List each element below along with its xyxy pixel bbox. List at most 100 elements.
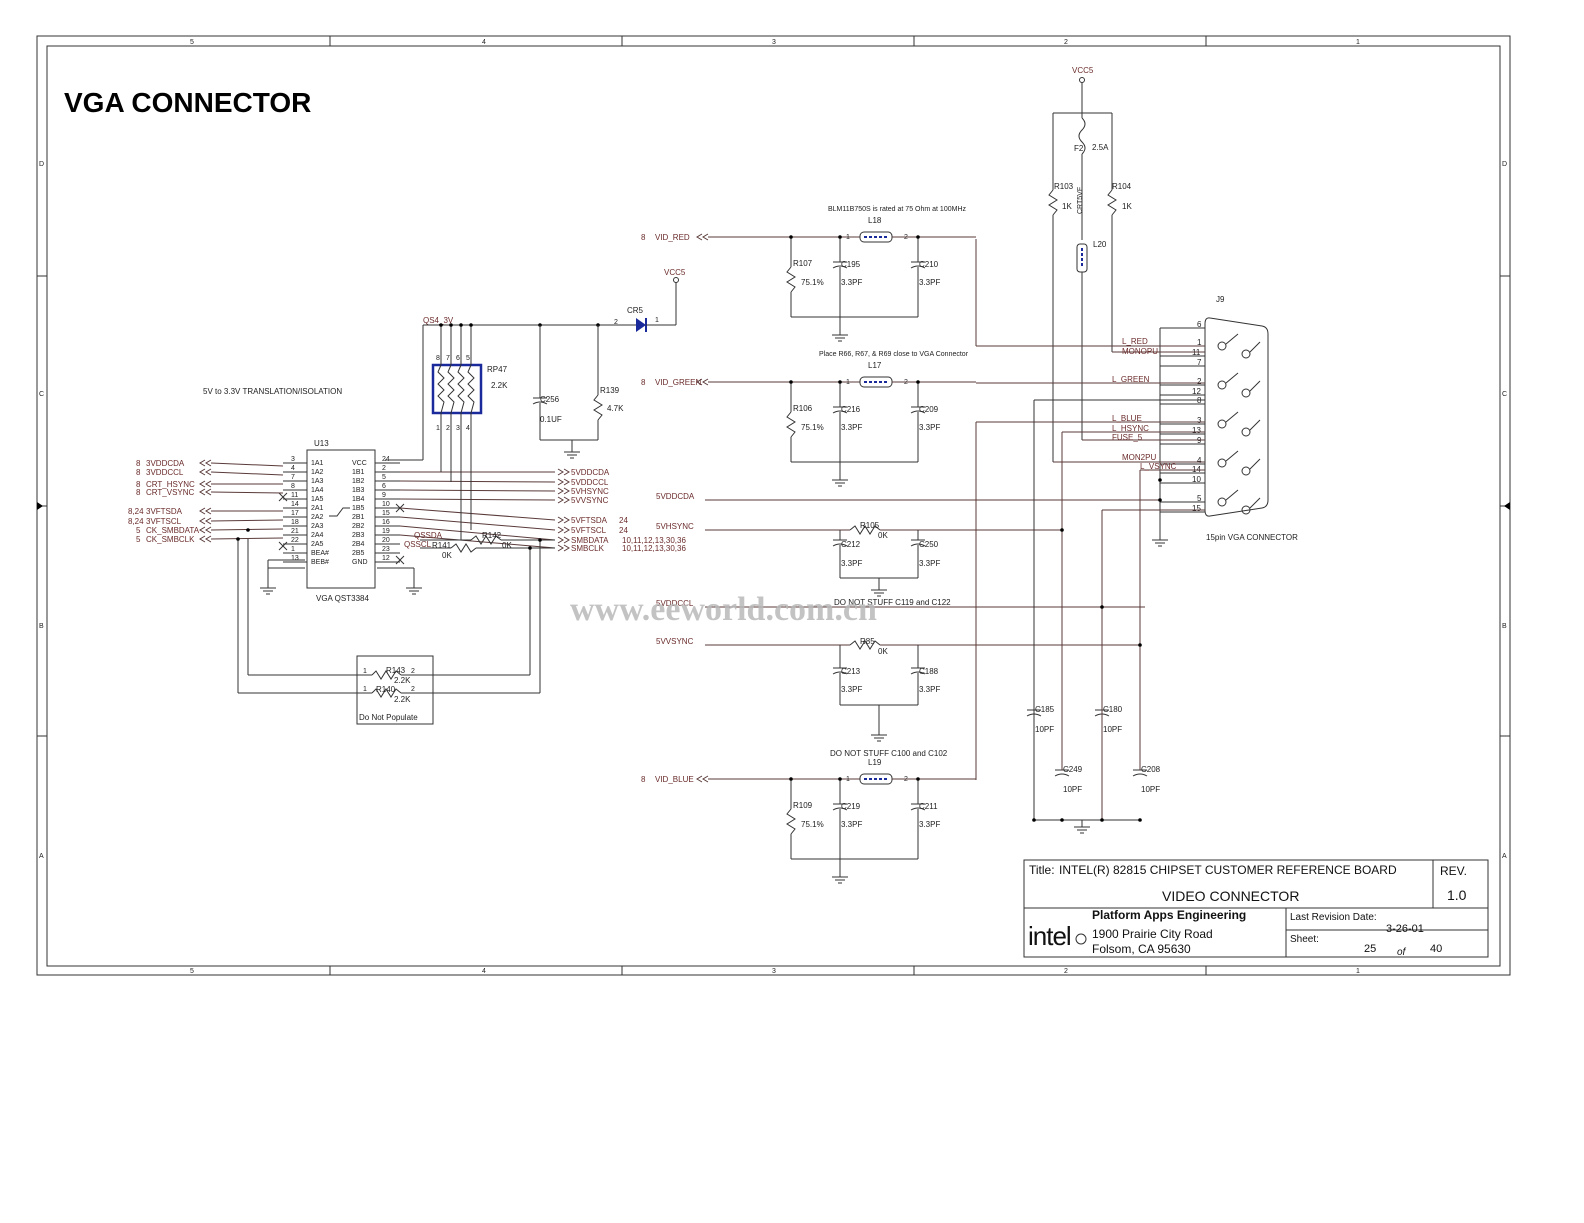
u13-pin-name: 1A1: [311, 460, 324, 467]
signal-name: CRT_HSYNC: [146, 480, 195, 489]
col-label: 4: [482, 39, 486, 46]
fuse-ref: F2: [1074, 144, 1084, 153]
net-l-red: L_RED: [1122, 337, 1148, 346]
ferrite-ref: L17: [868, 361, 882, 370]
wire: [399, 516, 556, 531]
capacitor-ref: C211: [919, 802, 938, 811]
capacitor-ref: C210: [919, 260, 939, 269]
u13-pin-number: 19: [382, 528, 390, 535]
col-label: 3: [772, 968, 776, 975]
row-label: C: [1502, 391, 1507, 398]
net-5vddccl: 5VDDCCL: [656, 599, 694, 608]
signal-sheet-ref: 8: [136, 468, 141, 477]
wire: [399, 534, 556, 549]
signal-name: SMBCLK: [571, 544, 605, 553]
ferrite-ref: L19: [868, 758, 882, 767]
signal-sheet-ref: 8,24: [128, 517, 144, 526]
rp47-pin: 5: [466, 355, 470, 362]
offpage-arrow: [557, 487, 564, 495]
rp47-pin: 2: [446, 425, 450, 432]
col-label: 5: [190, 39, 194, 46]
pin-number: 1: [846, 234, 850, 241]
address-line-2: Folsom, CA 95630: [1092, 942, 1191, 956]
rp47-pin: 1: [436, 425, 440, 432]
junction: [838, 777, 842, 781]
offpage-arrow: [557, 536, 564, 544]
resistor-ref: R106: [793, 404, 813, 413]
u13-pin-name: 1B3: [352, 487, 365, 494]
net-l-vsync: L_VSYNC: [1140, 462, 1177, 471]
u13-pin-number: 8: [291, 483, 295, 490]
u13-ref: U13: [314, 439, 329, 448]
signal-sheet-ref: 10,11,12,13,30,36: [622, 544, 686, 553]
rp47-pin: 6: [456, 355, 460, 362]
signal-name: 5VVSYNC: [571, 496, 609, 505]
capacitor: [832, 265, 848, 269]
u13-pin-number: 14: [291, 501, 299, 508]
title-label: Title:: [1029, 863, 1055, 877]
c213-value: 3.3PF: [841, 685, 862, 694]
company-name: Platform Apps Engineering: [1092, 908, 1246, 922]
junction: [916, 380, 920, 384]
c188-value: 3.3PF: [919, 685, 940, 694]
u13-pin-number: 10: [382, 501, 390, 508]
ferrite-ref: L18: [868, 216, 882, 225]
signal-name: CRT_VSYNC: [146, 488, 195, 497]
u13-pin-name: 2A4: [311, 532, 324, 539]
net-mon2pu: MON2PU: [1122, 453, 1156, 462]
u13-pin-number: 20: [382, 537, 390, 544]
qs4-rail-label: QS4_3V: [423, 316, 454, 325]
r103-ref: R103: [1054, 182, 1074, 191]
offpage-arrow: [205, 459, 212, 467]
intel-logo: intel: [1028, 921, 1071, 951]
u13-pin-number: 6: [382, 483, 386, 490]
rp47-pin: 3: [456, 425, 460, 432]
pin-number: 1: [846, 776, 850, 783]
u13-pin-name: 1B2: [352, 478, 365, 485]
u13-pin-name: GND: [352, 559, 368, 566]
r85-value: 0K: [878, 647, 888, 656]
j9-ref: J9: [1216, 295, 1225, 304]
offpage-arrow: [205, 535, 212, 543]
rp47-resistor-pack: RP47 2.2K 8 7 6 5 1 2 3 4: [431, 355, 508, 432]
j9-contact: [1241, 349, 1251, 359]
j9-pin-number: 2: [1197, 377, 1202, 386]
u13-pin-number: 22: [291, 537, 299, 544]
wire: [1249, 419, 1261, 431]
wire: [1249, 341, 1261, 353]
u13-pin-number: 13: [291, 555, 299, 562]
j9-contact: [1217, 380, 1227, 390]
r104-value: 1K: [1122, 202, 1132, 211]
j9-pin-number: 15: [1192, 504, 1201, 513]
u13-pin-name: 2A2: [311, 514, 324, 521]
offpage-arrow: [205, 517, 212, 525]
net-l-green: L_GREEN: [1112, 375, 1150, 384]
ferrite-note: BLM11B750S is rated at 75 Ohm at 100MHz: [828, 206, 966, 213]
u13-pin-number: 3: [291, 456, 295, 463]
net-l-blue: L_BLUE: [1112, 414, 1142, 423]
wire: [1225, 489, 1239, 501]
resistor-value: 75.1%: [801, 423, 824, 432]
rp47-pin: 7: [446, 355, 450, 362]
page-title: VGA CONNECTOR: [64, 87, 311, 118]
signal-sheet-ref: 24: [619, 526, 628, 535]
u13-pin-number: 7: [291, 474, 295, 481]
net-monopu: MONOPU: [1122, 347, 1158, 356]
cr5-ref: CR5: [627, 306, 644, 315]
j9-contact: [1217, 341, 1227, 351]
j9-pin-number: 4: [1197, 456, 1202, 465]
u13-pin-name: 2B3: [352, 532, 365, 539]
resistor: [786, 808, 796, 835]
offpage-arrow: [563, 478, 570, 486]
vcc5-label: VCC5: [664, 268, 686, 277]
rev-label: REV.: [1440, 864, 1467, 878]
u13-pin-name: VCC: [352, 460, 367, 467]
r105-value: 0K: [878, 531, 888, 540]
sheet-frame: 5 4 3 2 1 5 4 3 2 1 D C B A D C B A: [36, 35, 1511, 976]
c188-ref: C188: [919, 667, 939, 676]
dns-note-1: DO NOT STUFF C119 and C122: [834, 598, 951, 607]
offpage-arrow: [702, 378, 709, 386]
net-5vddcda: 5VDDCDA: [656, 492, 695, 501]
j9-pin-number: 1: [1197, 338, 1202, 347]
signal-sheet-ref: 5: [136, 526, 141, 535]
